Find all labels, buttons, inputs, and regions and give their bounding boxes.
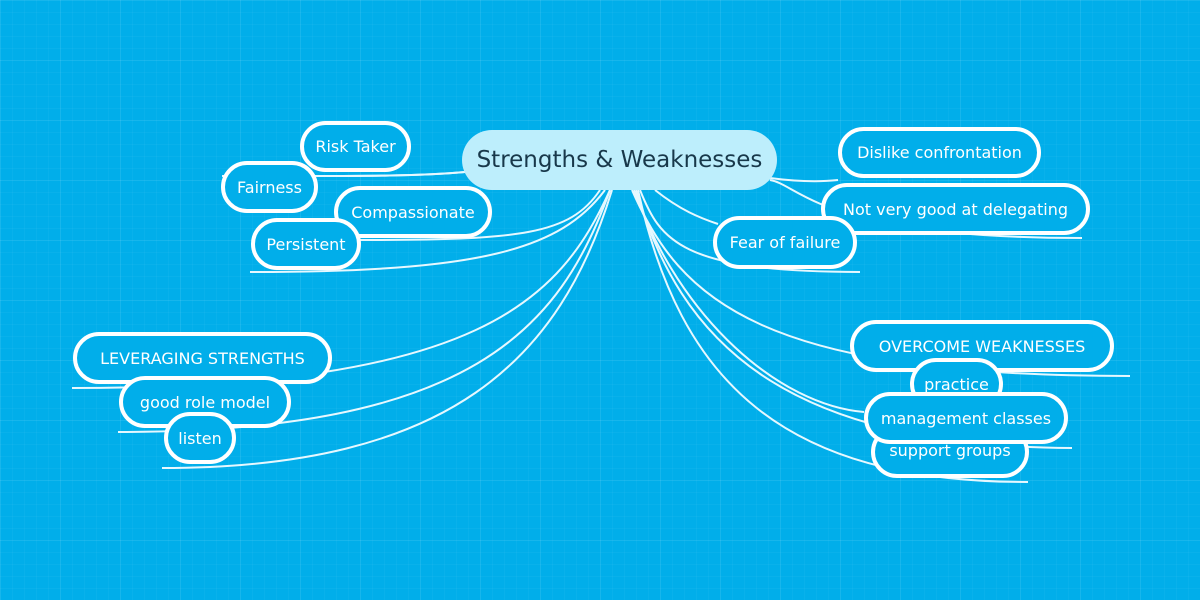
central-topic[interactable]: Strengths & Weaknesses — [462, 130, 777, 190]
node-management-classes[interactable]: management classes — [864, 392, 1068, 444]
node-compassionate[interactable]: Compassionate — [334, 186, 492, 238]
node-fear-of-failure[interactable]: Fear of failure — [713, 216, 857, 269]
node-persistent[interactable]: Persistent — [251, 218, 361, 270]
node-leveraging-strengths[interactable]: LEVERAGING STRENGTHS — [73, 332, 332, 384]
link-listen — [161, 189, 613, 469]
node-dislike-confrontation[interactable]: Dislike confrontation — [838, 127, 1041, 178]
link-fairness — [222, 171, 466, 177]
link-practice — [633, 189, 865, 413]
link-compassionate — [359, 189, 601, 241]
node-not-good-delegating[interactable]: Not very good at delegating — [821, 183, 1090, 235]
node-risk-taker[interactable]: Risk Taker — [300, 121, 411, 172]
link-persistent — [249, 189, 606, 273]
link-fear-underline — [639, 189, 861, 273]
link-dislike — [769, 177, 839, 183]
link-fear — [654, 189, 719, 225]
node-fairness[interactable]: Fairness — [221, 161, 318, 213]
node-listen[interactable]: listen — [164, 412, 236, 464]
